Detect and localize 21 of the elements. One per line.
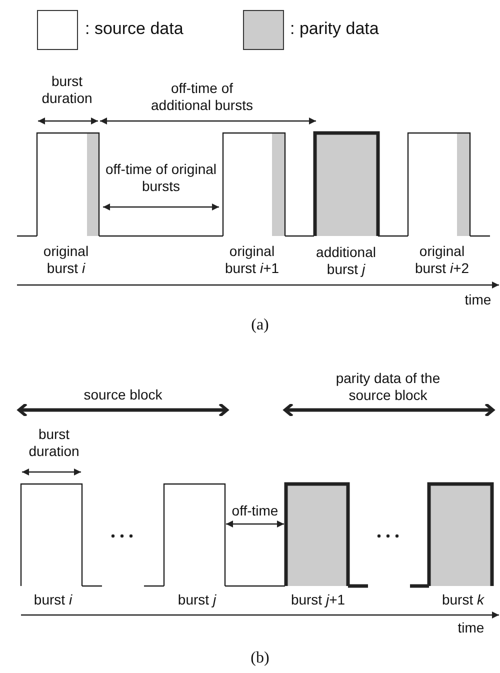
- burst-label: original burst i+1: [224, 243, 280, 277]
- dimension-label: parity data of the source block: [334, 370, 442, 404]
- axis-label: time: [456, 620, 486, 636]
- dimension-label: off-time: [230, 502, 280, 520]
- axis-label: time: [464, 292, 492, 308]
- panel-caption: (a): [250, 316, 270, 334]
- dimension-label: burst duration: [40, 73, 94, 107]
- dimension-label: burst duration: [28, 426, 80, 460]
- legend-label: : source data: [85, 19, 184, 39]
- dimension-label: source block: [82, 386, 164, 404]
- panel-caption: (b): [250, 650, 270, 666]
- burst-label: burst i: [32, 592, 74, 608]
- legend-label: : parity data: [290, 19, 379, 39]
- dimension-label: off-time of additional bursts: [150, 80, 254, 114]
- burst-label: burst k: [440, 592, 486, 608]
- burst-label: burst j: [176, 592, 218, 608]
- dimension-label: off-time of original bursts: [105, 161, 217, 195]
- burst-label: burst j+1: [290, 592, 346, 608]
- burst-label: original burst i: [42, 243, 90, 277]
- burst-label: additional burst j: [315, 244, 377, 278]
- burst-label: original burst i+2: [414, 243, 470, 277]
